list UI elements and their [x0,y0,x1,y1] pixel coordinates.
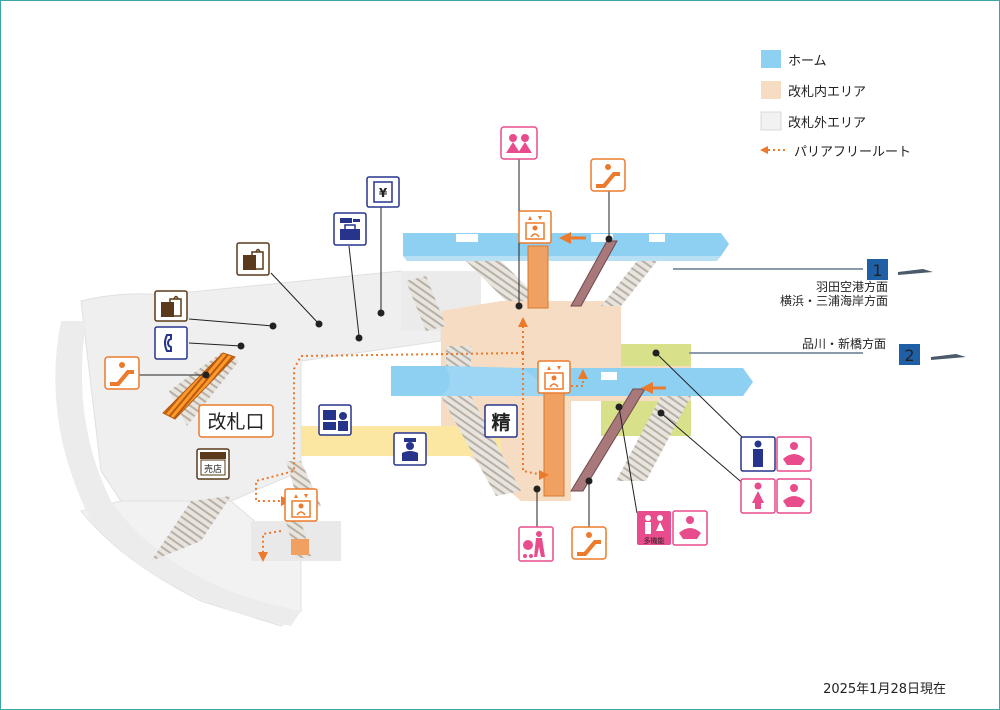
escalator-3 [162,352,236,420]
escalator-icon [104,356,140,390]
platform-1-badge: 1 [867,259,933,280]
as-of-date: 2025年1月28日現在 [823,682,946,697]
train-icon [898,269,933,275]
legend-platform-label: ホーム [788,54,827,69]
legend-route-arrow [760,146,768,154]
ticket-gate-label-box: 改札口 [198,404,274,438]
platform-1 [403,233,729,261]
escalator-icon [590,158,626,192]
fare-adjust-icon: 精 [484,404,518,438]
escalator-1 [570,240,618,307]
baby-care-icon [672,510,708,546]
legend-inside-swatch [761,81,781,99]
shop-bag-icon [236,242,270,276]
escalator-icon [571,526,607,560]
elevator-shaft-3 [291,539,309,555]
platform-2-direction-line1: 品川・新橋方面 [802,336,886,351]
legend-outside-swatch [760,111,782,131]
ticket-gate-label: 改札口 [207,411,264,433]
baby-care-icon [776,436,812,472]
platform-2-number: 2 [904,346,914,365]
platform-2-badge: 2 [899,344,966,365]
stroller-icon [518,526,554,562]
kiosk-icon: 売店 [196,448,230,480]
baby-room-icon [500,126,538,160]
leader-dots [202,235,665,493]
phone-icon [154,326,188,360]
platform-1-direction-line1: 羽田空港方面 [816,279,888,294]
legend-platform-swatch [761,50,781,68]
ticket-office-icon [318,404,352,436]
legend-outside-label: 改札外エリア [788,116,866,131]
station-staff-icon [393,432,427,466]
platform-1-number: 1 [872,261,882,280]
fare-adjust-label: 精 [491,411,510,434]
elevator-icon [284,488,318,522]
platform-1-direction-line2: 横浜・三浦海岸方面 [780,293,888,308]
platform-2 [391,366,753,396]
elevator-shaft-1 [527,245,549,309]
coin-locker-icon [333,212,367,246]
elevator-icon [518,210,552,244]
barrier-free-route [255,323,584,556]
elevator-icon [537,360,571,394]
elevator-shaft-2 [543,385,565,497]
legend-inside-label: 改札内エリア [788,84,866,100]
shop-bag-icon [154,290,188,322]
shop-label: 売店 [204,463,222,475]
ticket-machine-icon: ¥ [366,176,400,208]
toilet-women-icon [740,478,776,514]
legend-route-label: パリアフリールート [794,145,911,160]
yen-label: ¥ [379,186,388,200]
baby-care-icon [776,478,812,514]
multipurpose-toilet-icon: 多機能 [637,511,671,545]
multi-toilet-label: 多機能 [644,536,665,545]
train-icon [931,354,966,360]
legend: ホーム 改札内エリア 改札外エリア パリアフリールート [760,50,911,160]
toilet-men-icon [740,436,776,472]
